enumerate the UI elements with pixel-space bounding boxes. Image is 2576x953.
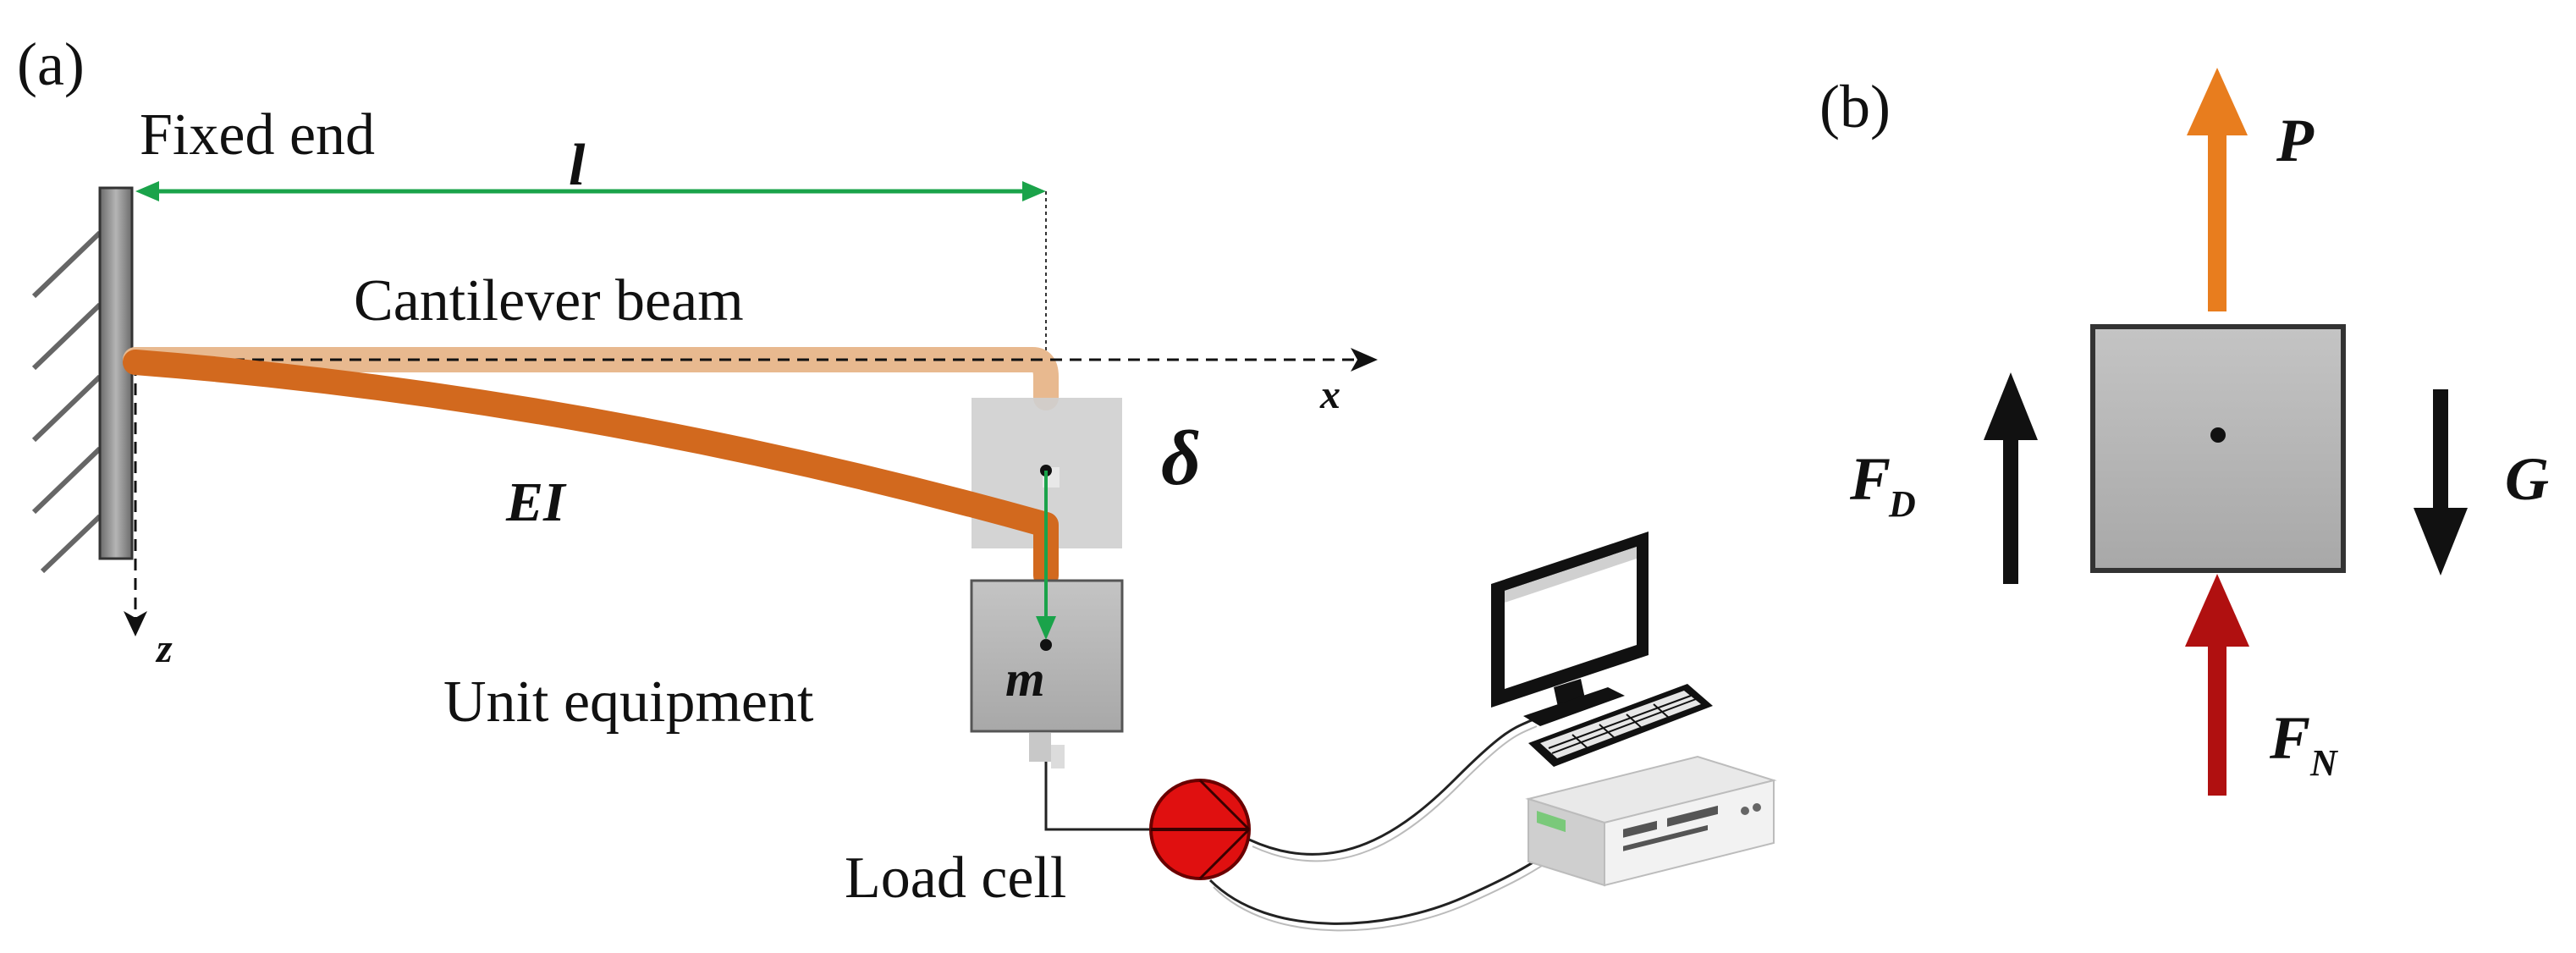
force-fn-label: F <box>2269 704 2310 772</box>
unit-center-dot <box>1040 639 1052 651</box>
mass-label: m <box>1005 651 1045 707</box>
force-g-head <box>2414 508 2468 576</box>
beam-label: Cantilever beam <box>354 268 744 333</box>
length-symbol: l <box>569 133 586 198</box>
force-fd-subscript: D <box>1888 483 1916 525</box>
wall-hatching <box>31 230 102 574</box>
force-fn-subscript: N <box>2309 742 2339 784</box>
panel-a-label: (a) <box>17 30 85 98</box>
fixed-end-label: Fixed end <box>140 102 375 168</box>
deflection-arrow-head <box>1036 616 1056 640</box>
load-cell-wire <box>1044 762 1153 831</box>
unit-equipment-label: Unit equipment <box>443 669 814 735</box>
free-body-center-dot <box>2210 427 2226 443</box>
force-fd-head <box>1984 372 2038 440</box>
fixed-wall <box>98 186 134 560</box>
x-axis-arrow <box>1351 348 1378 372</box>
force-fn-head <box>2185 574 2249 647</box>
panel-b-label: (b) <box>1819 73 1891 140</box>
load-cell-label: Load cell <box>845 846 1066 911</box>
stiffness-label: EI <box>505 471 567 533</box>
deflected-beam <box>123 350 1059 588</box>
cable-to-computer-shadow <box>1252 725 1538 862</box>
z-axis-label: z <box>155 626 173 671</box>
cable-to-computer <box>1248 718 1534 856</box>
free-body-box <box>2090 324 2346 573</box>
load-cell <box>1149 779 1251 880</box>
length-arrow-right <box>1022 181 1046 201</box>
deflection-label: δ <box>1161 415 1201 501</box>
force-fd-label: F <box>1849 445 1891 513</box>
computer-monitor <box>1491 532 1649 726</box>
computer-keyboard <box>1528 684 1713 767</box>
load-cell-connector <box>1029 733 1051 762</box>
load-cell-connector-shadow <box>1051 745 1065 768</box>
force-p-head <box>2187 68 2248 135</box>
force-p-label: P <box>2276 107 2315 174</box>
x-axis-label: x <box>1319 372 1340 417</box>
length-arrow-left <box>135 181 159 201</box>
force-g-label: G <box>2505 445 2549 513</box>
z-axis-arrow <box>124 611 147 636</box>
measurement-instrument <box>1525 755 1777 887</box>
